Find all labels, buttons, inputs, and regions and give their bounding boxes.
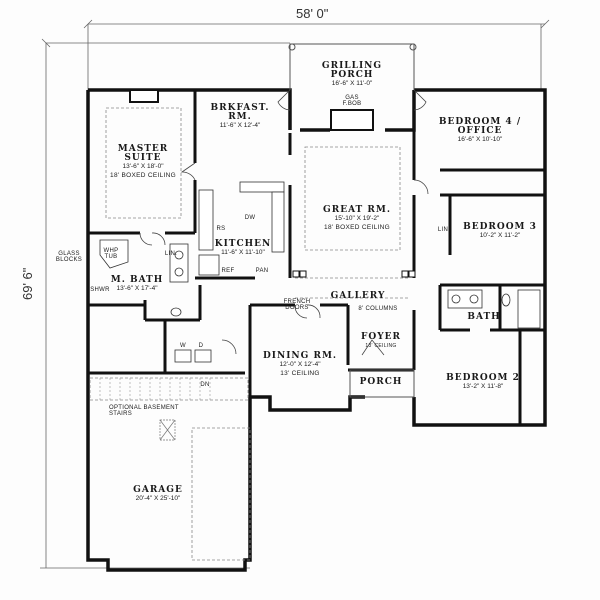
- room-grilling-porch: GRILLING PORCH 16'-6" X 11'-0": [321, 61, 383, 87]
- room-bedroom-2: BEDROOM 2 13'-2" X 11'-8": [446, 373, 520, 390]
- range-label: RS: [216, 226, 226, 232]
- room-gallery: GALLERY: [330, 291, 386, 301]
- gas-fireplace-label: GAS F.BOB: [342, 95, 362, 107]
- glass-blocks-label: GLASS BLOCKS: [55, 251, 83, 263]
- linen-closet-label: LIN.: [164, 251, 178, 257]
- gallery-columns-note: 8' COLUMNS: [358, 306, 398, 312]
- room-master-bath: M. BATH 13'-6" X 17'-4": [110, 275, 164, 292]
- room-great-room: GREAT RM. 15'-10" X 19'-2" 18' BOXED CEI…: [323, 205, 391, 231]
- grilling-porch-outline: [288, 43, 417, 90]
- overall-width-dimension: 58' 0": [296, 6, 329, 21]
- refrigerator-label: REF: [221, 268, 235, 274]
- dryer-label: D: [198, 343, 204, 349]
- attic-access: [159, 419, 176, 441]
- french-doors-label: FRENCH DOORS: [283, 299, 311, 311]
- dishwasher-label: DW: [244, 215, 256, 221]
- door-swings: [139, 89, 429, 356]
- shower-label: SHWR: [90, 287, 110, 293]
- washer-label: W: [180, 343, 186, 349]
- pantry-label: PAN: [255, 268, 269, 274]
- room-garage: GARAGE 20'-4" X 25'-10": [133, 485, 183, 502]
- room-breakfast: BRKFAST. RM. 11'-6" X 12'-4": [210, 103, 270, 129]
- room-hall-bath: BATH: [467, 312, 501, 322]
- front-porch: [349, 369, 415, 398]
- overall-depth-dimension: 69' 6": [20, 267, 35, 300]
- room-foyer: FOYER 13' CEILING: [361, 332, 401, 349]
- room-bedroom-3: BEDROOM 3 10'-2" X 11'-2": [463, 222, 537, 239]
- room-bedroom-4-office: BEDROOM 4 / OFFICE 16'-6" X 10'-10": [438, 117, 522, 143]
- hall-linen-label: LIN: [437, 227, 449, 233]
- room-porch: PORCH: [359, 377, 403, 387]
- gallery-columns: [292, 270, 416, 278]
- kitchen-counters: [198, 181, 285, 276]
- room-master-suite: MASTER SUITE 13'-6" X 18'-0" 18' BOXED C…: [110, 144, 176, 179]
- room-dining: DINING RM. 12'-0" X 12'-4" 13' CEILING: [262, 351, 338, 377]
- fireplaces: [129, 89, 374, 131]
- basement-stairs: [99, 378, 211, 400]
- dimension-lines: [40, 19, 550, 569]
- stairs-down-label: DN: [200, 382, 210, 388]
- room-kitchen: KITCHEN 11'-6" X 11'-10": [214, 239, 272, 256]
- boxed-ceiling-outlines: [89, 107, 410, 561]
- optional-basement-stairs-label: OPTIONAL BASEMENT STAIRS: [109, 405, 179, 417]
- interior-walls: [88, 90, 545, 425]
- whirlpool-tub-label: WHP TUB: [103, 248, 119, 260]
- bath-fixtures: [99, 239, 541, 363]
